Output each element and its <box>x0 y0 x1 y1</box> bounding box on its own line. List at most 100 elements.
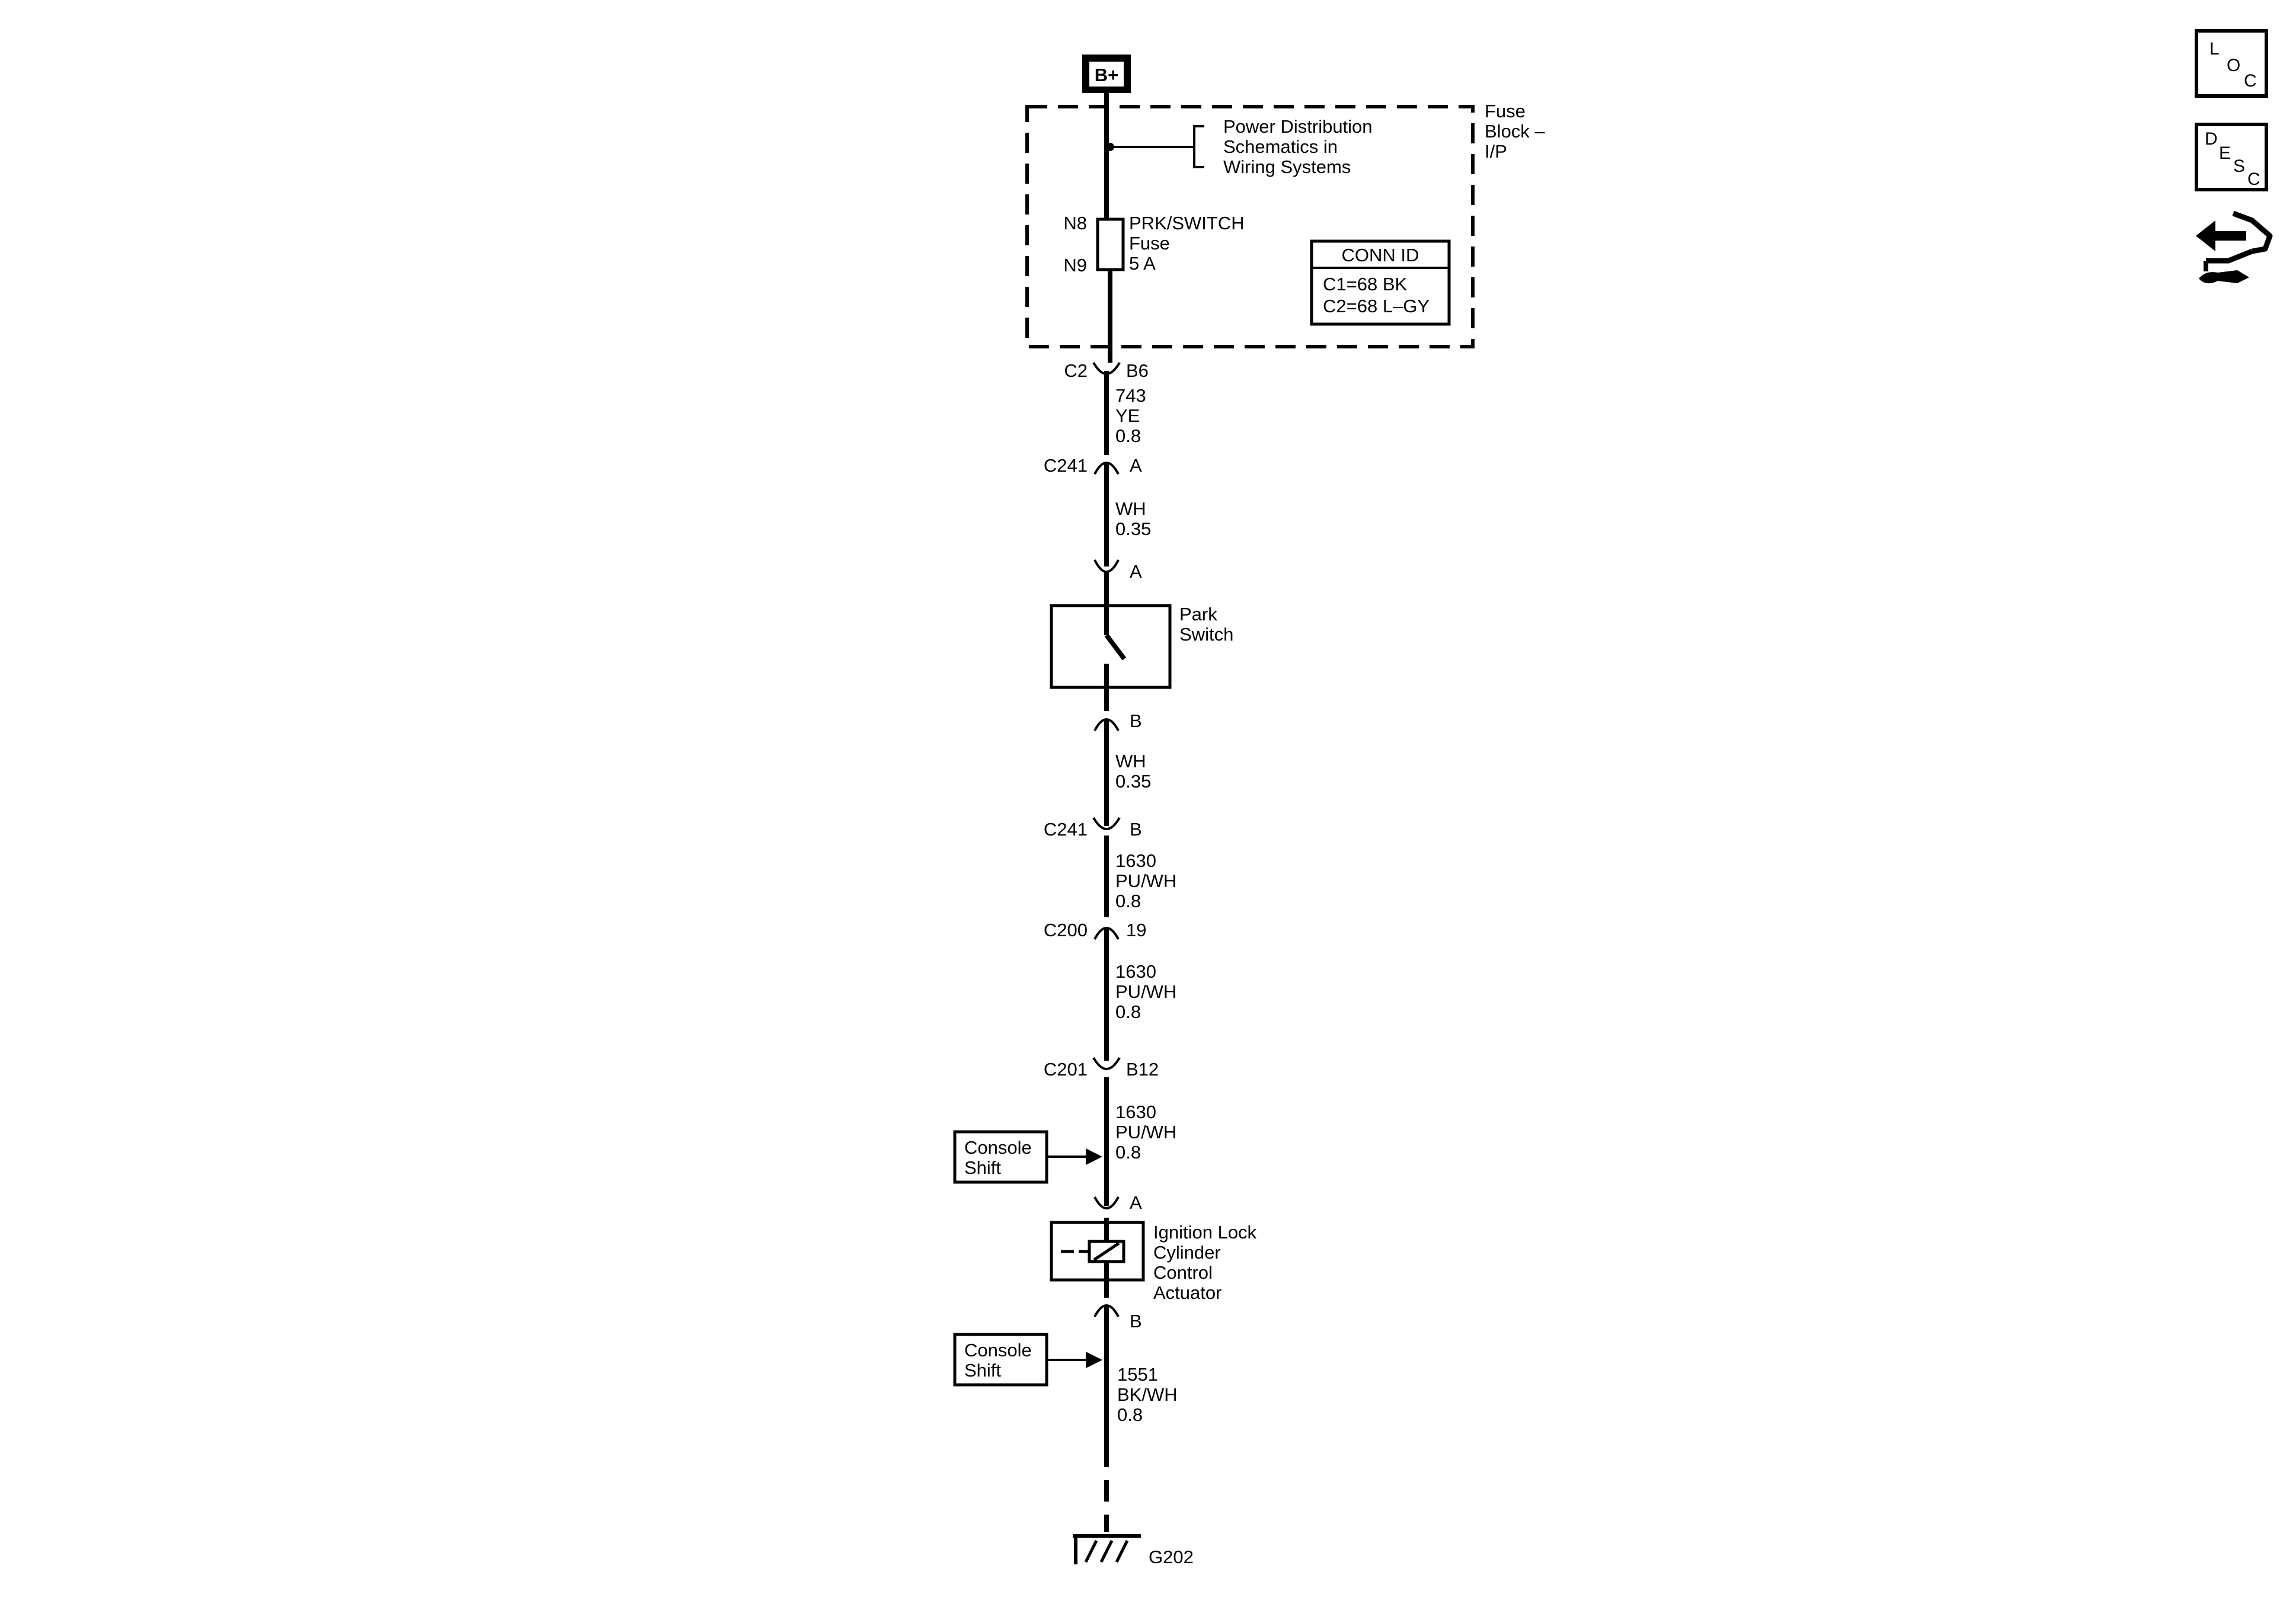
wire-7-color: BK/WH <box>1117 1384 1178 1405</box>
power-ref-line-1: Power Distribution <box>1223 116 1373 137</box>
connector-actuator-b: B <box>1093 1304 1142 1331</box>
loc-letter-c: C <box>2244 71 2257 91</box>
connector-switch-a-pin: A <box>1130 561 1142 582</box>
connector-actuator-a: A <box>1093 1191 1142 1213</box>
park-switch-label-line-1: Park <box>1179 604 1217 625</box>
wire-7-circuit: 1551 <box>1117 1364 1158 1385</box>
wire-4-color: PU/WH <box>1115 870 1176 891</box>
connector-c241-b-name: C241 <box>1044 819 1088 840</box>
conn-id-table: CONN ID C1=68 BK C2=68 L–GY <box>1310 239 1451 326</box>
connector-c201-pin: B12 <box>1126 1059 1159 1080</box>
fuse-block-name-line-1: Fuse <box>1485 101 1526 121</box>
connector-actuator-a-pin: A <box>1130 1192 1142 1213</box>
fuse-block-outline <box>1025 105 1475 348</box>
wire-7-size: 0.8 <box>1117 1404 1143 1425</box>
location-icon[interactable]: L O C <box>2195 29 2268 98</box>
actuator-label-line-4: Actuator <box>1153 1282 1221 1303</box>
wire-1-color: YE <box>1115 405 1140 426</box>
conn-id-line-1: C1=68 BK <box>1323 274 1408 295</box>
wire-5-color: PU/WH <box>1115 981 1176 1002</box>
fuse-pin-bottom: N9 <box>1063 255 1087 276</box>
loc-letter-o: O <box>2227 56 2240 75</box>
wire-4-size: 0.8 <box>1115 891 1141 911</box>
console-shift-reference-1: Console Shift <box>953 1130 1102 1184</box>
desc-letter-c: C <box>2247 169 2260 189</box>
wire-3-size: 0.35 <box>1115 771 1151 792</box>
wire-6-circuit: 1630 <box>1115 1102 1156 1122</box>
connector-c201-name: C201 <box>1044 1059 1088 1080</box>
conn-id-line-2: C2=68 L–GY <box>1323 296 1430 316</box>
connector-c2-name: C2 <box>1064 360 1088 381</box>
connector-switch-b: B <box>1093 710 1142 737</box>
connector-c201: C201 B12 <box>1044 1044 1159 1080</box>
actuator-label-line-2: Cylinder <box>1153 1242 1221 1263</box>
ground-g202: G202 <box>1073 1534 1194 1567</box>
wire-label-wh-1: WH 0.35 <box>1115 498 1151 539</box>
park-switch: Park Switch <box>1050 604 1233 689</box>
wire-3-color: WH <box>1115 751 1146 772</box>
console-shift-1-line-2: Shift <box>964 1157 1001 1178</box>
wire-5-size: 0.8 <box>1115 1001 1141 1022</box>
console-shift-2-line-1: Console <box>964 1340 1032 1361</box>
fuse-label-line-2: Fuse <box>1129 233 1170 254</box>
battery-terminal: B+ <box>1082 55 1131 93</box>
battery-label: B+ <box>1095 65 1119 85</box>
wire-label-1630-2: 1630 PU/WH 0.8 <box>1115 961 1176 1022</box>
connector-c2-pin: B6 <box>1126 360 1149 381</box>
wire-2-size: 0.35 <box>1115 518 1151 539</box>
connector-c2: C2 B6 <box>1064 360 1149 383</box>
main-circuit-wire <box>1104 93 1112 1532</box>
fuse-block-name-line-3: I/P <box>1485 141 1507 162</box>
loc-letter-l: L <box>2209 39 2220 59</box>
connector-c241-a: C241 A <box>1044 455 1142 479</box>
connector-c241-a-name: C241 <box>1044 455 1088 476</box>
wire-5-circuit: 1630 <box>1115 961 1156 982</box>
connector-switch-b-pin: B <box>1130 710 1142 731</box>
wire-label-1551: 1551 BK/WH 0.8 <box>1117 1364 1178 1425</box>
conn-id-title: CONN ID <box>1342 245 1419 265</box>
fuse-block-name-line-2: Block – <box>1485 121 1545 142</box>
wire-label-wh-2: WH 0.35 <box>1115 751 1151 792</box>
wire-6-color: PU/WH <box>1115 1122 1176 1142</box>
connector-c241-a-pin: A <box>1130 455 1142 476</box>
wire-2-color: WH <box>1115 498 1146 519</box>
desc-letter-d: D <box>2205 129 2218 149</box>
wire-6-size: 0.8 <box>1115 1142 1141 1163</box>
connector-c241-b: C241 B <box>1044 812 1142 840</box>
connector-c200-pin: 19 <box>1126 920 1146 940</box>
arrow-right-icon <box>1086 1148 1102 1165</box>
power-distribution-reference: Power Distribution Schematics in Wiring … <box>1106 116 1373 177</box>
arrow-right-icon <box>1086 1352 1102 1368</box>
connector-switch-a: A <box>1093 550 1142 582</box>
desc-letter-e: E <box>2219 143 2231 163</box>
power-ref-line-3: Wiring Systems <box>1223 156 1351 177</box>
fuse-block-name: Fuse Block – I/P <box>1485 101 1545 162</box>
wire-label-743: 743 YE 0.8 <box>1115 385 1146 446</box>
fuse-label-line-3: 5 A <box>1129 253 1156 274</box>
wire-label-1630-1: 1630 PU/WH 0.8 <box>1115 850 1176 911</box>
wire-1-size: 0.8 <box>1115 425 1141 446</box>
desc-letter-s: S <box>2233 156 2245 176</box>
actuator-label-line-1: Ignition Lock <box>1153 1222 1257 1243</box>
wire-4-circuit: 1630 <box>1115 850 1156 871</box>
wire-1-circuit: 743 <box>1115 385 1146 406</box>
power-ref-line-2: Schematics in <box>1223 136 1338 157</box>
connector-c200-name: C200 <box>1044 920 1088 940</box>
console-shift-2-line-2: Shift <box>964 1360 1001 1381</box>
park-switch-label-line-2: Switch <box>1179 624 1233 645</box>
actuator-label-line-3: Control <box>1153 1262 1213 1283</box>
connector-c241-b-pin: B <box>1130 819 1142 840</box>
fuse-label-line-1: PRK/SWITCH <box>1129 213 1245 233</box>
connector-c200: C200 19 <box>1044 920 1146 943</box>
fuse-pin-top: N8 <box>1063 213 1087 233</box>
connector-actuator-b-pin: B <box>1130 1311 1142 1331</box>
ignition-lock-actuator: Ignition Lock Cylinder Control Actuator <box>1050 1221 1257 1303</box>
console-shift-reference-2: Console Shift <box>953 1333 1102 1387</box>
wire-label-1630-3: 1630 PU/WH 0.8 <box>1115 1102 1176 1163</box>
console-shift-1-line-1: Console <box>964 1137 1032 1158</box>
prk-switch-fuse: N8 N9 PRK/SWITCH Fuse 5 A <box>1063 213 1244 276</box>
ground-label: G202 <box>1149 1547 1194 1567</box>
hand-wrench-icon[interactable] <box>2196 210 2273 284</box>
description-icon[interactable]: D E S C <box>2195 123 2268 191</box>
